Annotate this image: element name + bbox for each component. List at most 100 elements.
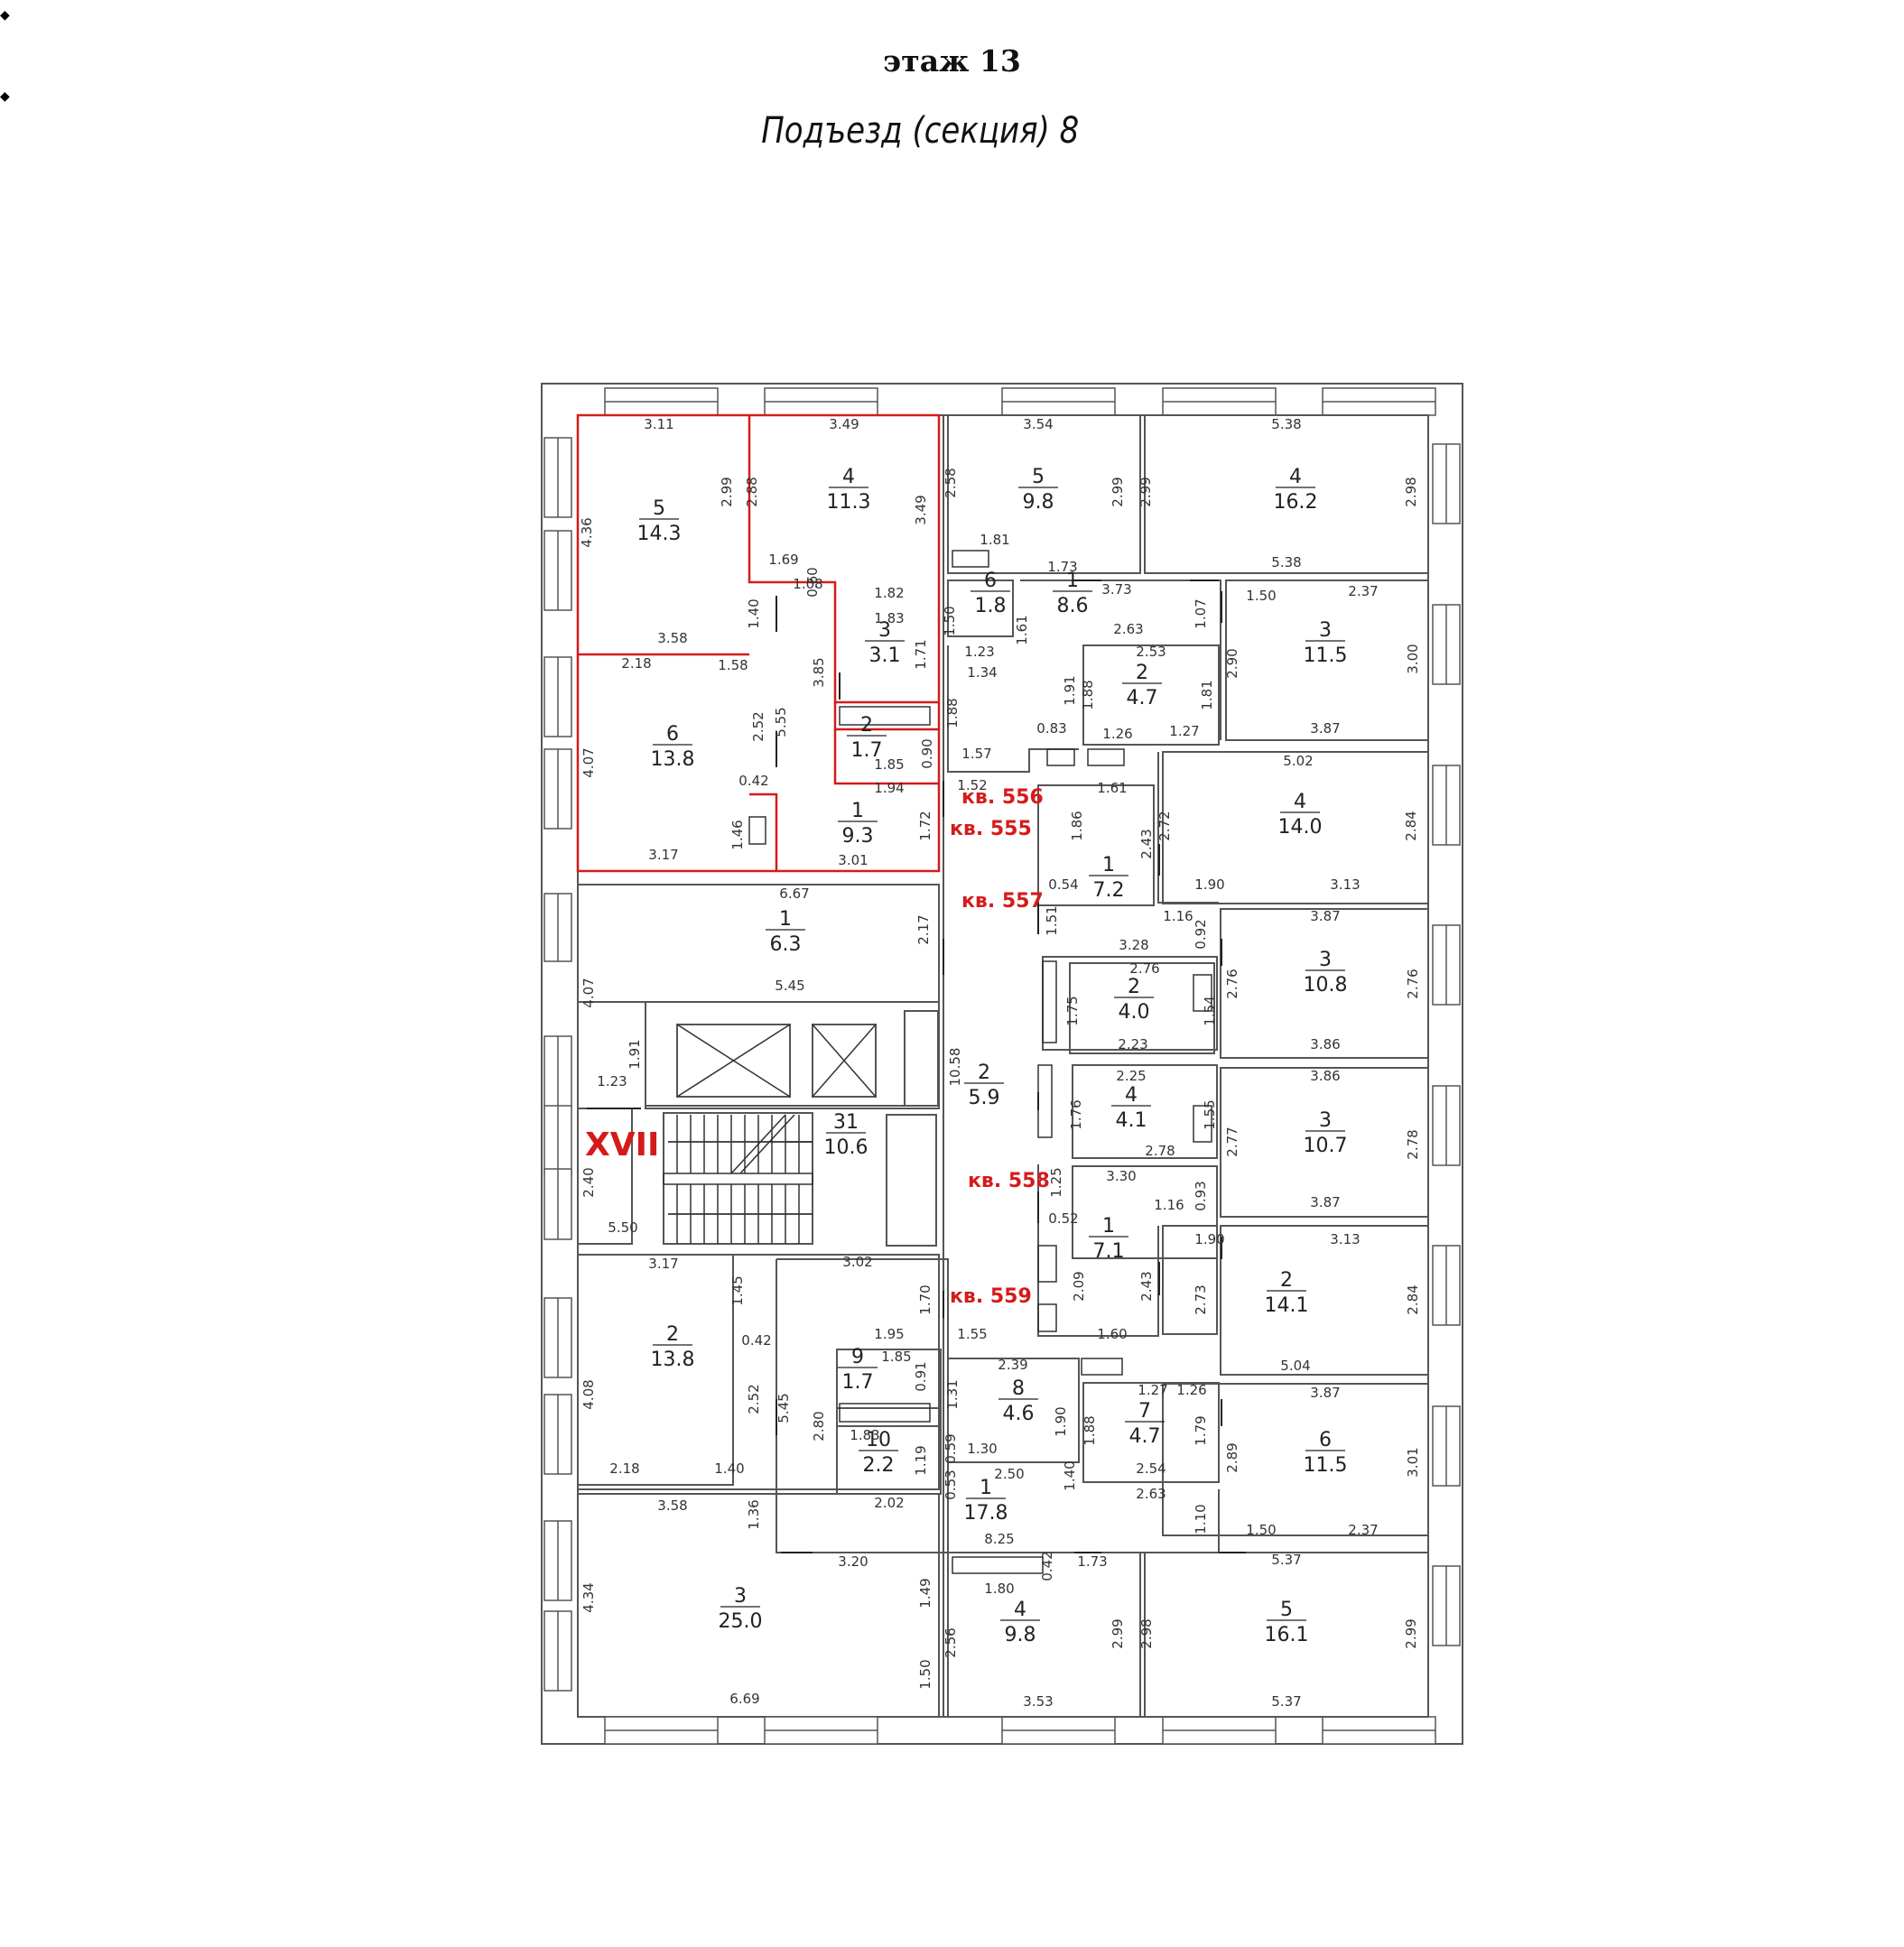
dimension-label: 1.75	[1064, 996, 1081, 1025]
dimension-label: 5.55	[773, 707, 789, 737]
dimension-label: 3.02	[842, 1254, 872, 1270]
dimension-label: 1.88	[944, 698, 961, 728]
dimension-label: 2.99	[1138, 477, 1154, 506]
dimension-label: 2.18	[621, 655, 651, 672]
dimension-label: 2.99	[1403, 1618, 1419, 1648]
dimension-label: 1.08	[793, 576, 822, 592]
dimension-label: 5.45	[775, 978, 804, 994]
dimension-label: 5.02	[1283, 753, 1313, 769]
dimension-label: 2.02	[874, 1495, 904, 1511]
dimension-label: 1.55	[957, 1326, 987, 1342]
dimension-label: 2.25	[1116, 1068, 1146, 1084]
dimension-label: 3.53	[1023, 1693, 1053, 1710]
room-area: 11.5	[1304, 644, 1348, 667]
dimension-label: 5.50	[608, 1219, 637, 1236]
dimension-label: 1.95	[874, 1326, 904, 1342]
dimension-label: 1.81	[980, 532, 1009, 548]
dimension-label: 1.16	[1154, 1197, 1184, 1213]
dimension-label: 1.27	[1138, 1382, 1167, 1398]
dimension-label: 1.50	[1246, 1522, 1276, 1538]
dimension-label: 1.83	[850, 1427, 879, 1443]
dimension-label: 2.43	[1138, 1271, 1155, 1301]
room-area: 4.1	[1116, 1109, 1147, 1132]
room-area: 10.7	[1304, 1135, 1348, 1157]
dimension-label: 1.91	[627, 1039, 643, 1069]
dimension-label: 2.17	[915, 914, 932, 944]
room-area: 4.7	[1127, 687, 1158, 709]
dimension-label: 2.39	[998, 1357, 1027, 1373]
dimension-label: 3.11	[644, 416, 673, 432]
dimension-label: 0.42	[1039, 1551, 1055, 1581]
room-area: 1.8	[975, 595, 1007, 617]
dimension-label: 1.57	[961, 746, 991, 762]
dimension-label: 1.51	[1044, 905, 1060, 935]
dimension-label: 2.88	[744, 477, 760, 506]
room-area: 11.3	[827, 491, 871, 514]
dimension-label: 2.56	[943, 1627, 959, 1657]
room-area: 10.8	[1304, 974, 1348, 997]
dimension-label: 2.84	[1403, 811, 1419, 840]
dimension-label: 0.42	[741, 1332, 771, 1349]
room-number: 6	[984, 570, 997, 592]
dimension-label: 6.69	[729, 1691, 759, 1707]
dimension-label: 1.07	[1193, 598, 1209, 628]
dimension-label: 2.76	[1405, 969, 1421, 998]
dimension-label: 4.34	[580, 1582, 597, 1612]
stair-label: XVII	[585, 1126, 659, 1164]
room-number: 7	[1138, 1400, 1151, 1423]
dimension-label: 1.54	[1202, 996, 1218, 1025]
dimension-label: 1.73	[1047, 559, 1077, 575]
dimension-label: 2.63	[1113, 621, 1143, 637]
dimension-label: 2.43	[1138, 829, 1155, 858]
room-number: 1	[1102, 1215, 1115, 1238]
dimension-label: 1.90	[1194, 1231, 1224, 1247]
dimension-label: 2.98	[1138, 1618, 1155, 1648]
dimension-label: 1.80	[984, 1581, 1014, 1597]
dimension-label: 5.45	[776, 1393, 792, 1423]
room-area: 17.8	[964, 1502, 1008, 1525]
dimension-label: 0.91	[913, 1361, 929, 1391]
dimension-label: 0.90	[919, 738, 935, 768]
room-number: 31	[833, 1111, 859, 1134]
dimension-label: 2.18	[609, 1460, 639, 1477]
room-area: 7.2	[1093, 879, 1125, 902]
dimension-label: 1.19	[913, 1445, 929, 1475]
corner-mark-bottom: ◆	[0, 89, 10, 104]
room-number: 2	[860, 714, 873, 737]
dimension-label: 1.26	[1102, 726, 1132, 742]
dimension-label: 1.60	[1097, 1326, 1127, 1342]
dimension-label: 2.52	[746, 1384, 762, 1414]
room-area: 16.1	[1265, 1624, 1309, 1646]
room-area: 1.7	[851, 739, 883, 762]
room-area: 2.2	[863, 1454, 895, 1477]
room-number: 2	[666, 1323, 679, 1346]
dimension-label: 2.63	[1136, 1486, 1166, 1502]
dimension-label: 1.85	[881, 1349, 911, 1365]
dimension-label: 2.73	[1193, 1284, 1209, 1314]
room-area: 9.3	[842, 825, 874, 848]
dimension-label: 5.37	[1271, 1552, 1301, 1568]
dimension-label: 3.87	[1310, 908, 1340, 924]
room-area: 11.5	[1304, 1454, 1348, 1477]
dimension-label: 2.37	[1348, 583, 1378, 599]
dimension-label: 1.82	[874, 585, 904, 601]
dimension-label: 2.78	[1145, 1143, 1175, 1159]
dimension-label: 1.76	[1068, 1099, 1084, 1129]
dimension-label: 2.80	[811, 1411, 827, 1441]
dimension-label: 1.27	[1169, 723, 1199, 739]
dimension-label: 1.30	[967, 1441, 997, 1457]
dimension-label: 5.38	[1271, 554, 1301, 570]
apartment-label-559: кв. 559	[950, 1285, 1032, 1308]
dimension-label: 3.01	[1405, 1447, 1421, 1477]
dimension-label: 2.37	[1348, 1522, 1378, 1538]
dimension-label: 2.72	[1156, 811, 1173, 840]
dimension-label: 1.50	[917, 1659, 933, 1689]
dimension-label: 3.17	[648, 1256, 678, 1272]
dimension-label: 1.45	[729, 1275, 746, 1305]
room-number: 5	[1280, 1599, 1293, 1621]
dimension-label: 1.94	[874, 780, 904, 796]
dimension-label: 1.25	[1048, 1167, 1064, 1197]
apartment-label-556: кв. 556	[961, 786, 1044, 809]
room-number: 2	[1128, 976, 1140, 998]
dimension-label: 3.86	[1310, 1036, 1340, 1052]
